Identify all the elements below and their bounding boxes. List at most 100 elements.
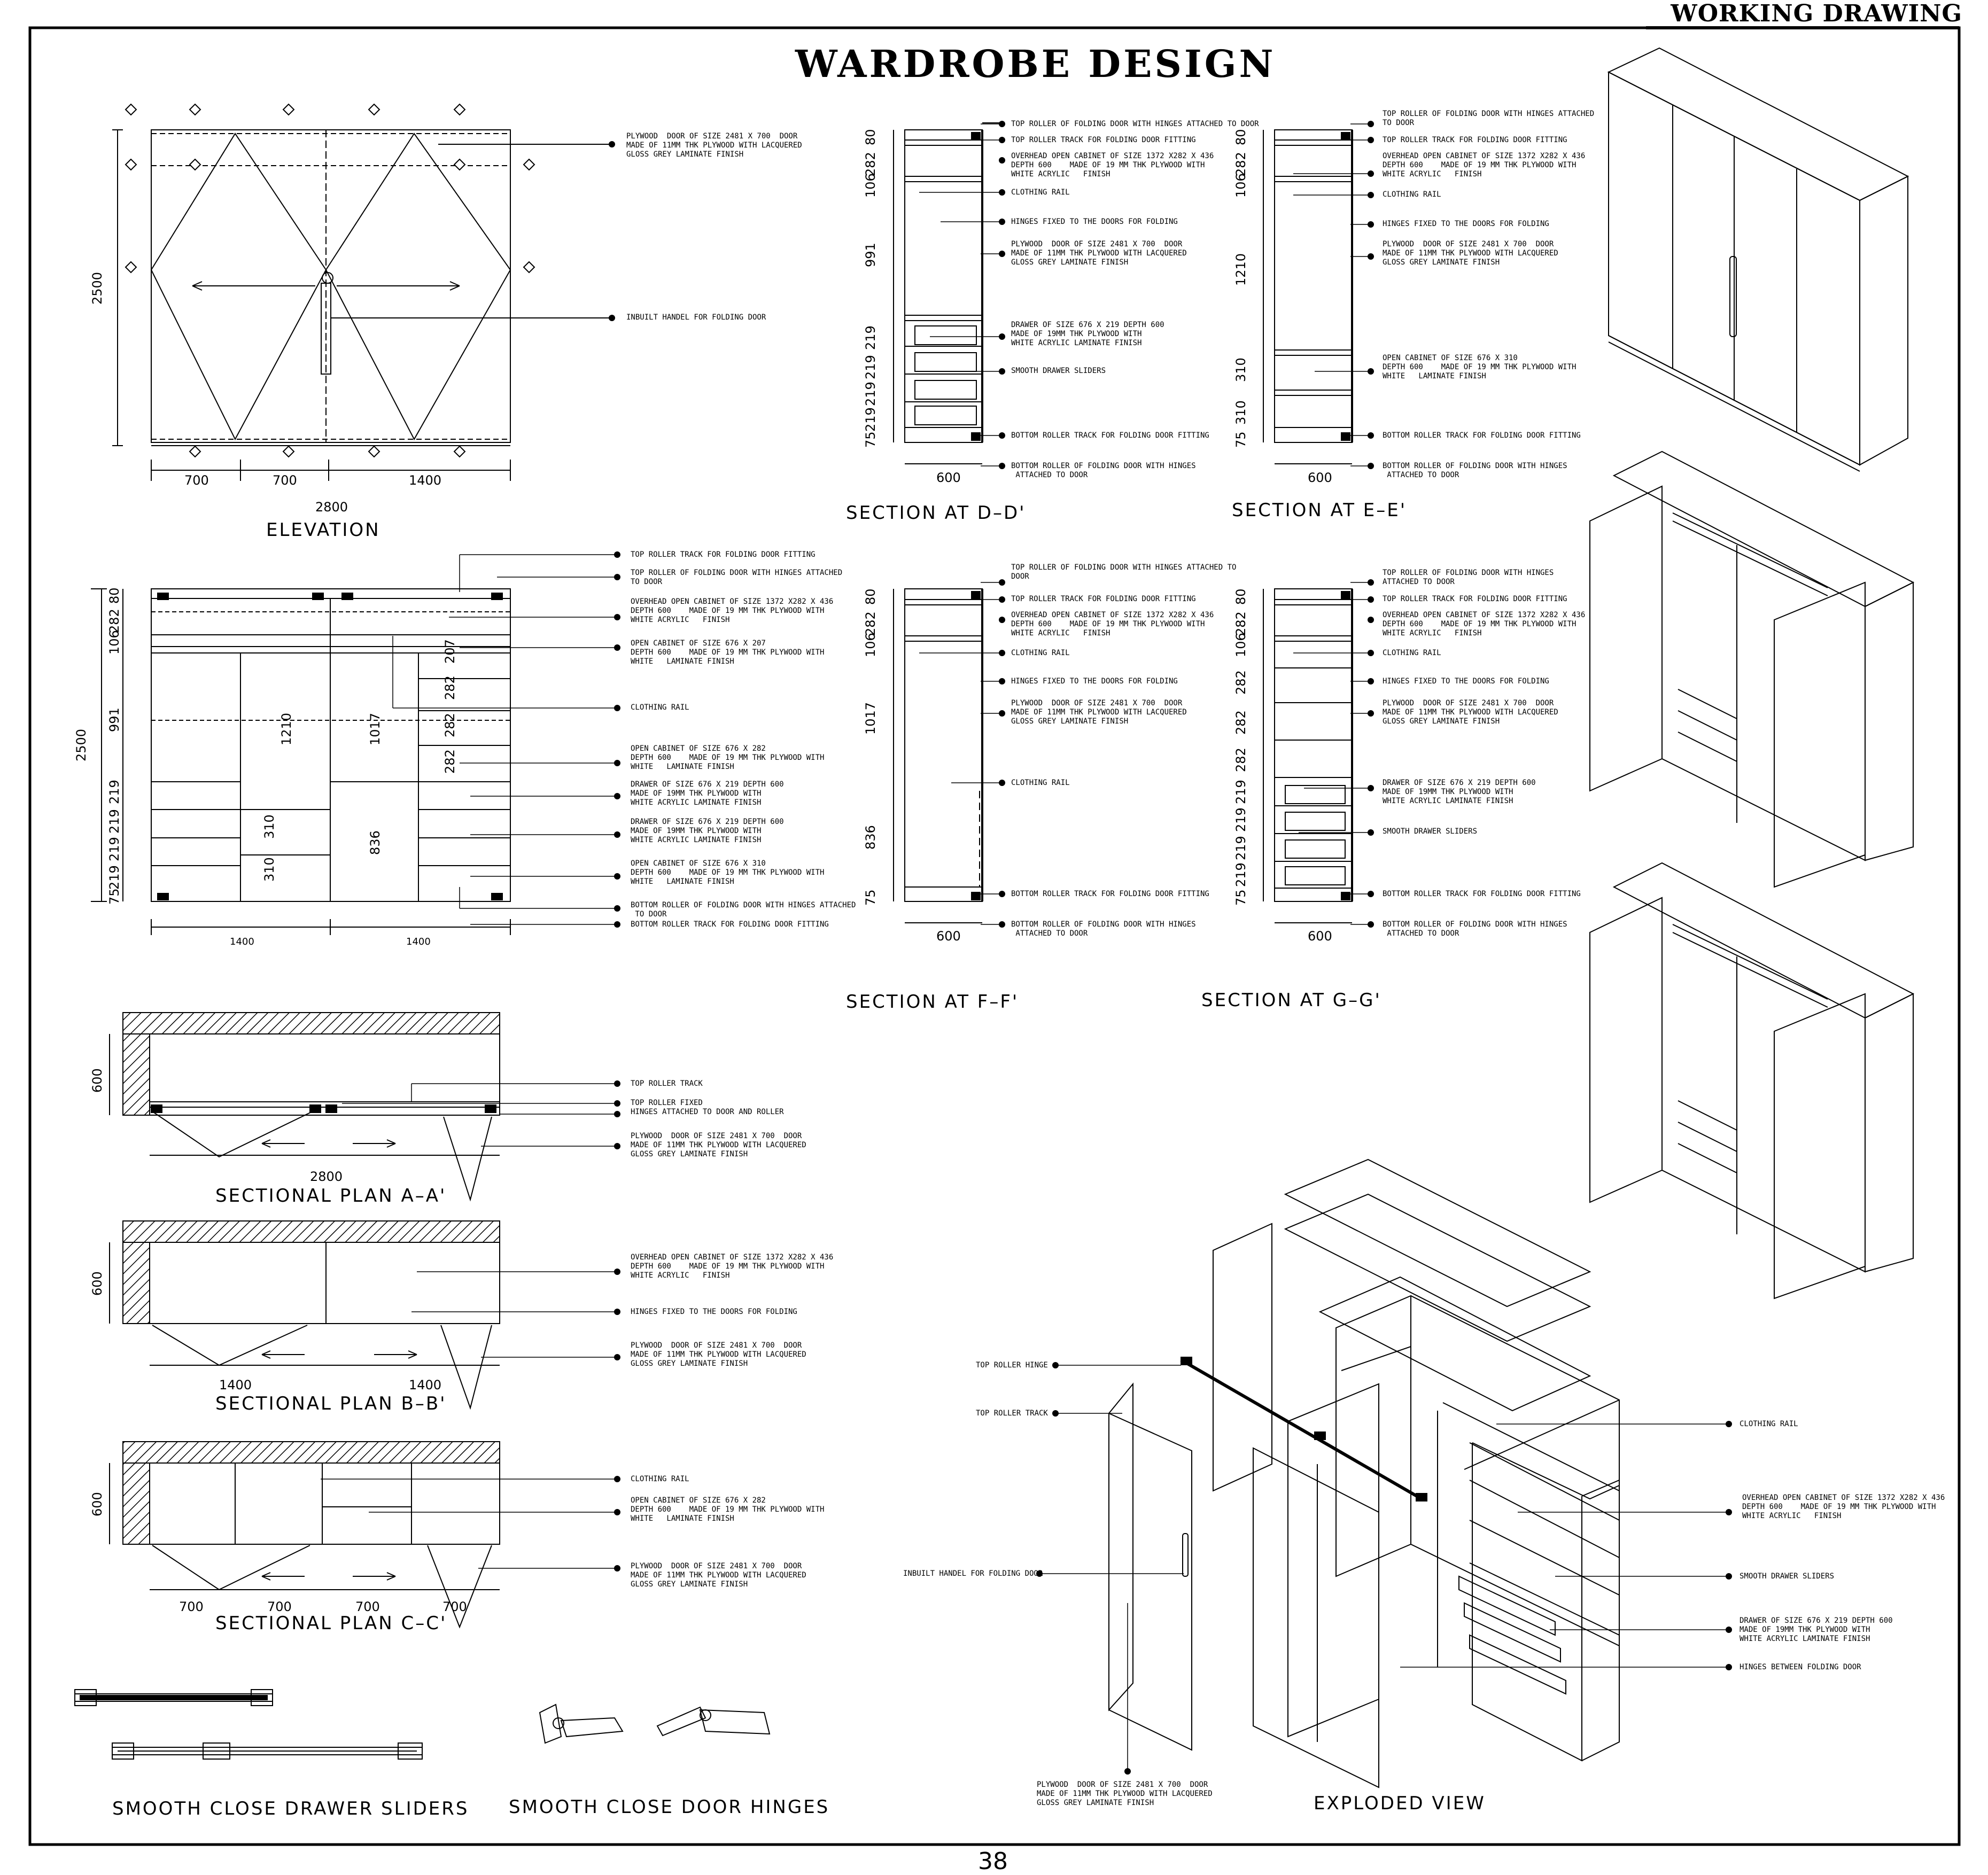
page-title: WARDROBE DESIGN: [795, 42, 1276, 86]
label-door: PLYWOOD DOOR OF SIZE 2481 X 700 DOOR MAD…: [631, 1562, 806, 1589]
dim-depth: 600: [90, 1271, 105, 1296]
label-top-roller: TOP ROLLER OF FOLDING DOOR WITH HINGES A…: [1383, 569, 1554, 586]
dim-v219: 219: [1233, 807, 1248, 832]
label-sliders: SMOOTH DRAWER SLIDERS: [1740, 1572, 1835, 1581]
label-top-fixed: TOP ROLLER FIXED HINGES ATTACHED TO DOOR…: [631, 1099, 784, 1116]
dim-v80: 80: [107, 587, 122, 604]
dim-v219: 219: [863, 382, 878, 406]
label-top-roller: TOP ROLLER OF FOLDING DOOR WITH HINGES A…: [1383, 110, 1595, 127]
label-sliders: SMOOTH DRAWER SLIDERS: [1011, 367, 1106, 375]
iso-open-wardrobe-1: [1589, 450, 1915, 888]
label-overhead: OVERHEAD OPEN CABINET OF SIZE 1372 X282 …: [1742, 1493, 1945, 1520]
dim-depth: 600: [936, 470, 961, 485]
label-bottom-track: BOTTOM ROLLER TRACK FOR FOLDING DOOR FIT…: [1383, 431, 1581, 440]
label-door: PLYWOOD DOOR OF SIZE 2481 X 700 DOOR MAD…: [626, 132, 802, 159]
label-handle: INBUILT HANDEL FOR FOLDING DOOR: [903, 1569, 1043, 1578]
dim-v219: 219: [1233, 836, 1248, 860]
label-bottom-track: BOTTOM ROLLER TRACK FOR FOLDING DOOR FIT…: [1011, 431, 1209, 440]
label-top-roller: TOP ROLLER OF FOLDING DOOR WITH HINGES A…: [631, 569, 843, 586]
label-overhead: OVERHEAD OPEN CABINET OF SIZE 1372 X282 …: [1383, 152, 1586, 178]
label-bottom-roller: BOTTOM ROLLER OF FOLDING DOOR WITH HINGE…: [1383, 462, 1567, 479]
dim-v282: 282: [1233, 611, 1248, 636]
label-overhead: OVERHEAD OPEN CABINET OF SIZE 1372 X282 …: [631, 597, 834, 624]
label-door: PLYWOOD DOOR OF SIZE 2481 X 700 DOOR MAD…: [631, 1132, 806, 1158]
label-bottom-roller: BOTTOM ROLLER OF FOLDING DOOR WITH HINGE…: [631, 901, 856, 919]
label-open207: OPEN CABINET OF SIZE 676 X 207 DEPTH 600…: [631, 639, 825, 666]
dim-v836: 836: [863, 825, 878, 850]
dim-v310: 310: [262, 857, 277, 882]
dim-v75: 75: [1233, 431, 1248, 448]
dim-v219: 219: [107, 809, 122, 834]
label-rail: CLOTHING RAIL: [631, 703, 689, 712]
dim-v219: 219: [1233, 780, 1248, 804]
label-rail: CLOTHING RAIL: [1011, 779, 1070, 787]
label-drawer: DRAWER OF SIZE 676 X 219 DEPTH 600 MADE …: [1740, 1616, 1893, 1643]
dim-depth: 600: [936, 929, 961, 944]
plan-bb: [109, 1220, 620, 1410]
dim-v219: 219: [863, 325, 878, 350]
label-hinges: HINGES FIXED TO THE DOORS FOR FOLDING: [631, 1308, 797, 1316]
label-hinges: HINGES FIXED TO THE DOORS FOR FOLDING: [1383, 220, 1549, 228]
dim-v282: 282: [863, 611, 878, 636]
dim-depth: 600: [90, 1068, 105, 1093]
label-bottom-roller: BOTTOM ROLLER OF FOLDING DOOR WITH HINGE…: [1011, 462, 1196, 479]
plan-aa: [109, 1012, 620, 1202]
dim-width: 700: [355, 1599, 380, 1614]
dim-v106: 106: [1233, 173, 1248, 198]
dim-v219: 219: [863, 407, 878, 432]
label-rail: CLOTHING RAIL: [1011, 188, 1070, 197]
label-drawer: DRAWER OF SIZE 676 X 219 DEPTH 600 MADE …: [1011, 321, 1164, 347]
label-open310: OPEN CABINET OF SIZE 676 X 310 DEPTH 600…: [1383, 354, 1577, 380]
label-top-track: TOP ROLLER TRACK FOR FOLDING DOOR FITTIN…: [1011, 595, 1196, 603]
dim-v207: 207: [442, 639, 457, 664]
label-door: PLYWOOD DOOR OF SIZE 2481 X 700 DOOR MAD…: [1383, 699, 1558, 726]
label-top-roller-hinge: TOP ROLLER HINGE: [976, 1361, 1048, 1370]
plan-cc: [109, 1441, 620, 1629]
dim-v282: 282: [1233, 710, 1248, 735]
label-drawer: DRAWER OF SIZE 676 X 219 DEPTH 600 MADE …: [631, 818, 784, 844]
label-hinges-between: HINGES BETWEEN FOLDING DOOR: [1740, 1663, 1861, 1671]
label-rail: CLOTHING RAIL: [631, 1475, 689, 1483]
label-handle: INBUILT HANDEL FOR FOLDING DOOR: [626, 313, 766, 322]
drawer-slider-graphic: [74, 1689, 423, 1760]
dim-v836: 836: [368, 830, 383, 855]
dim-width: 700: [267, 1599, 292, 1614]
dim-v80: 80: [863, 129, 878, 145]
dim-v106: 106: [863, 173, 878, 198]
dim-v219: 219: [863, 355, 878, 379]
dim-v310: 310: [1233, 400, 1248, 425]
dim-depth: 600: [90, 1492, 105, 1516]
sheet-stamp: WORKING DRAWING: [1671, 0, 1962, 27]
dim-v219: 219: [107, 837, 122, 861]
dim-v282: 282: [1233, 748, 1248, 772]
label-hinges: HINGES FIXED TO THE DOORS FOR FOLDING: [1011, 217, 1178, 226]
label-drawer: DRAWER OF SIZE 676 X 219 DEPTH 600 MADE …: [631, 780, 784, 807]
label-door: PLYWOOD DOOR OF SIZE 2481 X 700 DOOR MAD…: [1011, 240, 1187, 267]
caption-plan-aa: SECTIONAL PLAN A–A': [215, 1185, 447, 1207]
label-top-track: TOP ROLLER TRACK FOR FOLDING DOOR FITTIN…: [1011, 136, 1196, 144]
label-rail: CLOTHING RAIL: [1740, 1420, 1798, 1428]
dim-v75: 75: [863, 431, 878, 448]
iso-closed-wardrobe: [1607, 47, 1909, 472]
dim-v106: 106: [863, 633, 878, 657]
dim-v1017: 1017: [863, 702, 878, 735]
label-door: PLYWOOD DOOR OF SIZE 2481 X 700 DOOR MAD…: [1011, 699, 1187, 726]
label-hinges: HINGES FIXED TO THE DOORS FOR FOLDING: [1383, 677, 1549, 686]
exploded-view: [1036, 1158, 1732, 1788]
caption-plan-bb: SECTIONAL PLAN B–B': [215, 1393, 447, 1414]
dim-depth: 600: [1308, 470, 1332, 485]
label-overhead: OVERHEAD OPEN CABINET OF SIZE 1372 X282 …: [1383, 611, 1586, 637]
caption-section-gg: SECTION AT G–G': [1201, 990, 1381, 1011]
dim-v991: 991: [863, 243, 878, 267]
dim-v282: 282: [442, 713, 457, 737]
caption-section-ee: SECTION AT E–E': [1232, 500, 1407, 521]
dim-width: 1400: [409, 473, 442, 488]
dim-v282: 282: [863, 152, 878, 176]
label-hinges: HINGES FIXED TO THE DOORS FOR FOLDING: [1011, 677, 1178, 686]
label-open282: OPEN CABINET OF SIZE 676 X 282 DEPTH 600…: [631, 744, 825, 771]
label-open310: OPEN CABINET OF SIZE 676 X 310 DEPTH 600…: [631, 859, 825, 886]
label-open282: OPEN CABINET OF SIZE 676 X 282 DEPTH 600…: [631, 1496, 825, 1523]
dim-width: 700: [442, 1599, 467, 1614]
dim-v282: 282: [1233, 152, 1248, 176]
